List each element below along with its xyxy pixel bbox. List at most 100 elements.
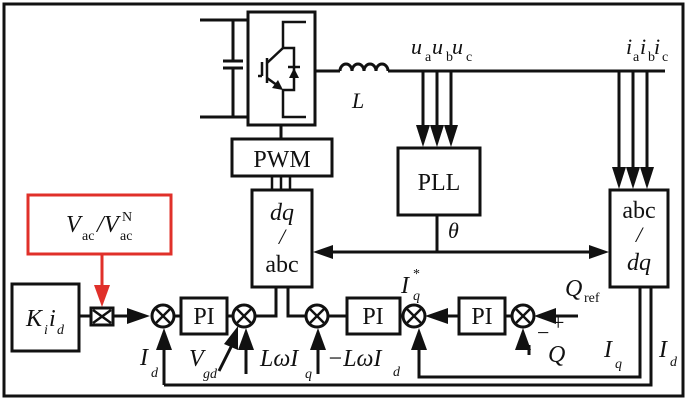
id-label: I d xyxy=(139,345,159,381)
neg-lwid-arrow xyxy=(310,328,326,350)
svg-text:K: K xyxy=(25,306,44,332)
svg-text:ref: ref xyxy=(584,291,600,306)
svg-text:u: u xyxy=(432,34,443,59)
vgd-input-line xyxy=(217,344,234,372)
iq-feedback-arrow xyxy=(411,328,427,350)
svg-text:d: d xyxy=(393,365,401,380)
pwm-block: PWM xyxy=(230,137,334,178)
svg-text:V: V xyxy=(104,212,121,238)
multiplier-icon xyxy=(89,306,115,327)
svg-text:abc: abc xyxy=(622,198,655,224)
svg-text:PI: PI xyxy=(362,304,383,330)
dqabc-to-sum3 xyxy=(286,287,306,318)
neg-lwid-label: −LωI d xyxy=(327,346,401,380)
svg-text:d: d xyxy=(670,355,678,370)
svg-text:/: / xyxy=(95,212,106,238)
svg-text:i: i xyxy=(654,34,660,59)
inductor-label: L xyxy=(351,88,364,113)
pi-block-1: PI xyxy=(179,296,229,336)
svg-text:/: / xyxy=(277,224,287,249)
svg-text:PLL: PLL xyxy=(418,170,461,196)
svg-text:I: I xyxy=(658,337,668,363)
svg-text:PI: PI xyxy=(471,304,492,330)
voltage-labels: u a u b u c xyxy=(411,34,472,65)
arrow-to-sum1 xyxy=(127,308,150,324)
lwiq-label: LωI q xyxy=(259,346,312,382)
inductor xyxy=(315,62,665,73)
id-out-label: I d xyxy=(658,337,678,370)
kiid-block: K i i d xyxy=(10,282,81,353)
svg-text:q: q xyxy=(615,357,622,372)
svg-text:gd: gd xyxy=(203,367,218,382)
svg-text:ac: ac xyxy=(82,229,94,244)
svg-text:V: V xyxy=(189,346,206,372)
ratio-arrow xyxy=(94,254,110,307)
svg-text:I: I xyxy=(603,337,613,363)
svg-text:a: a xyxy=(633,50,640,65)
svg-text:u: u xyxy=(452,34,463,59)
converter-switch xyxy=(246,10,317,127)
lwiq-arrow xyxy=(238,328,254,350)
sum-junction-3 xyxy=(304,303,330,329)
pi-block-3: PI xyxy=(457,296,507,336)
svg-text:PWM: PWM xyxy=(253,147,310,173)
pwm-bus-lines xyxy=(270,176,292,190)
iq-feedback-path xyxy=(417,287,642,379)
svg-text:I: I xyxy=(139,345,149,371)
svg-text:/: / xyxy=(634,222,644,247)
voltage-ratio-block: V ac / V ac N xyxy=(26,193,173,256)
pi-block-2: PI xyxy=(345,296,402,336)
svg-text:a: a xyxy=(425,50,432,65)
vgd-label: V gd xyxy=(189,346,218,382)
svg-text:q: q xyxy=(305,367,312,382)
svg-text:i: i xyxy=(49,306,56,332)
sum2-to-dqabc xyxy=(255,287,278,318)
svg-text:LωI: LωI xyxy=(259,346,299,372)
arrow-to-sum4 xyxy=(425,308,448,324)
minus-sign: − xyxy=(537,320,549,345)
svg-text:c: c xyxy=(466,50,472,65)
svg-text:b: b xyxy=(648,50,655,65)
theta-signal xyxy=(313,215,609,259)
sum-junction-5 xyxy=(510,303,536,329)
svg-text:PI: PI xyxy=(193,304,214,330)
abc-dq-block: abc / dq xyxy=(608,188,670,289)
svg-text:u: u xyxy=(411,34,422,59)
svg-text:−LωI: −LωI xyxy=(327,346,382,372)
svg-text:i: i xyxy=(640,34,646,59)
svg-text:c: c xyxy=(662,50,668,65)
q-arrow xyxy=(515,328,531,350)
current-sense-arrows xyxy=(612,71,654,189)
svg-text:d: d xyxy=(151,366,159,381)
sum-junction-4 xyxy=(401,303,427,329)
pll-block: PLL xyxy=(396,146,482,217)
current-labels: i a i b i c xyxy=(626,34,668,65)
plus-sign: + xyxy=(552,310,564,335)
theta-label: θ xyxy=(448,218,459,243)
svg-text:N: N xyxy=(122,210,132,225)
sum-junction-1 xyxy=(150,303,176,329)
svg-text:*: * xyxy=(413,267,420,282)
vgd-arrow xyxy=(224,326,238,350)
svg-text:I: I xyxy=(400,273,410,299)
svg-text:b: b xyxy=(446,50,453,65)
id-feedback-path xyxy=(164,287,653,387)
iq-star-label: I q * xyxy=(400,267,420,304)
qref-label: Q ref xyxy=(565,276,600,306)
svg-text:d: d xyxy=(57,323,65,338)
sum-junction-2 xyxy=(231,303,257,329)
dc-link-capacitor xyxy=(200,18,248,119)
dq-abc-block: dq / abc xyxy=(250,188,314,289)
q-label: Q xyxy=(548,342,565,368)
svg-text:abc: abc xyxy=(265,252,298,278)
iq-out-label: I q xyxy=(603,337,622,372)
svg-text:V: V xyxy=(66,212,83,238)
svg-text:dq: dq xyxy=(270,200,294,226)
svg-text:q: q xyxy=(413,289,420,304)
svg-text:Q: Q xyxy=(565,276,582,302)
id-feedback-arrow xyxy=(156,328,172,350)
svg-text:i: i xyxy=(44,323,48,338)
svg-text:i: i xyxy=(626,34,632,59)
outer-frame xyxy=(2,2,685,398)
